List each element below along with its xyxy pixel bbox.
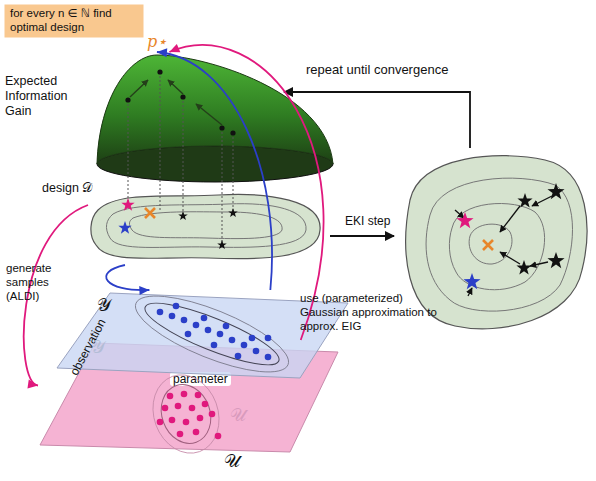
annotation: repeat until convergence [306, 62, 448, 78]
annotation: EKI step [345, 214, 390, 228]
node-text: 𝒴 [97, 294, 111, 316]
node-text: Expected Information Gain [5, 74, 89, 119]
arrow-head-end [27, 380, 38, 389]
eki-arrow [330, 235, 394, 237]
node-text: design 𝒟 [42, 181, 92, 196]
eig-surface-outline [95, 52, 335, 185]
eig-surface: Expected Information Gainp⋆ [95, 52, 335, 185]
annotation: use (parameterized) Gaussian approximati… [300, 292, 450, 333]
task-box: for every n ∈ ℕ find optimal design [4, 4, 144, 38]
node-text: p⋆ [147, 32, 167, 51]
design-region-outline [88, 190, 325, 265]
node-text: 𝒰 [224, 450, 240, 472]
arrow-head-end [169, 44, 180, 52]
arrow-head-end [139, 286, 149, 295]
updated-design [406, 156, 587, 329]
connector [106, 265, 149, 290]
design-region: design 𝒟 [88, 190, 325, 265]
node-text: 𝒴 [91, 336, 105, 358]
edge-label: generate samples (ALDI) [6, 262, 78, 303]
node-text: 𝒰 [230, 404, 246, 426]
node-text: for every n ∈ ℕ find optimal design [10, 7, 122, 35]
